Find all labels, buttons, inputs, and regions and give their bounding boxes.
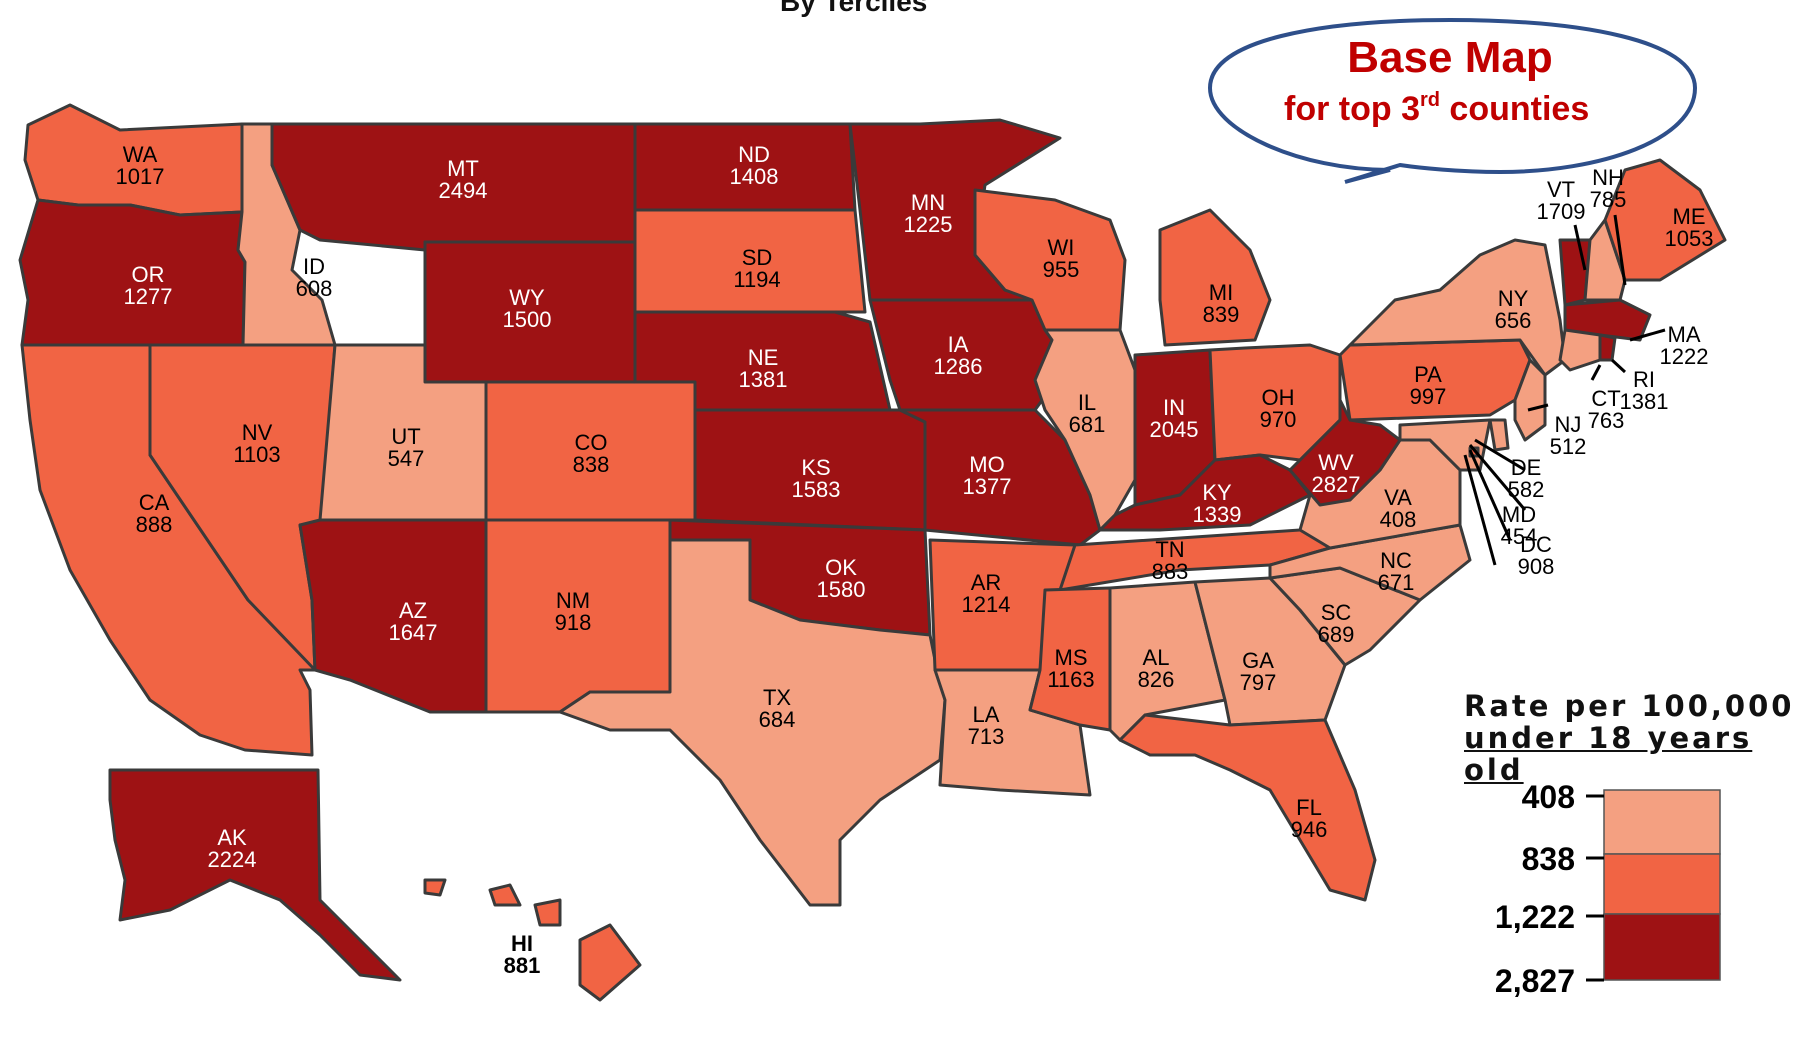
state-ri: [1598, 333, 1617, 362]
state-il: [1033, 328, 1137, 532]
legend-swatch-high: [1603, 913, 1721, 981]
leader-line: [1468, 444, 1527, 511]
state-sd: [633, 208, 867, 314]
leader-line: [1527, 403, 1549, 412]
state-fl: [1118, 713, 1377, 902]
map-title: By Terciles: [780, 0, 928, 17]
leader-line: [1629, 328, 1666, 342]
legend-swatch-low: [1603, 789, 1721, 855]
legend-break-1: 408: [1522, 779, 1575, 815]
state-ct: [1558, 328, 1602, 372]
legend: 408 838 1,222 2,827: [1495, 779, 1721, 999]
legend-title: Rate per 100,000 under 18 years old: [1464, 689, 1795, 787]
callout-subtitle: for top 3rd counties: [1284, 89, 1589, 128]
state-tx: [558, 538, 947, 907]
state-me: [1603, 158, 1727, 282]
state-mi: [1158, 208, 1272, 347]
leader-line: [1613, 214, 1627, 286]
callout-title: Base Map: [1347, 33, 1552, 82]
leader-line: [1474, 438, 1526, 472]
legend-swatch-mid: [1603, 853, 1721, 915]
leader-line: [1590, 364, 1602, 381]
legend-break-3: 1,222: [1495, 899, 1575, 935]
leader-line: [1610, 358, 1627, 374]
state-az: [298, 518, 488, 714]
state-de: [1488, 418, 1510, 452]
speech-bubble: [1207, 17, 1698, 184]
states-layer: [18, 103, 1727, 1002]
base-map-callout: Base Map for top 3rd counties: [1207, 17, 1698, 184]
leader-line: [1468, 449, 1512, 541]
state-ak: [108, 768, 402, 982]
state-nh: [1583, 218, 1627, 302]
legend-break-4: 2,827: [1495, 963, 1575, 999]
leader-line: [1573, 224, 1587, 271]
state-nj: [1513, 358, 1547, 442]
state-ny: [1348, 238, 1567, 377]
legend-break-2: 838: [1522, 841, 1575, 877]
state-hi: [423, 878, 642, 1002]
leader-line: [1463, 454, 1497, 566]
leader-lines: [1463, 214, 1666, 566]
